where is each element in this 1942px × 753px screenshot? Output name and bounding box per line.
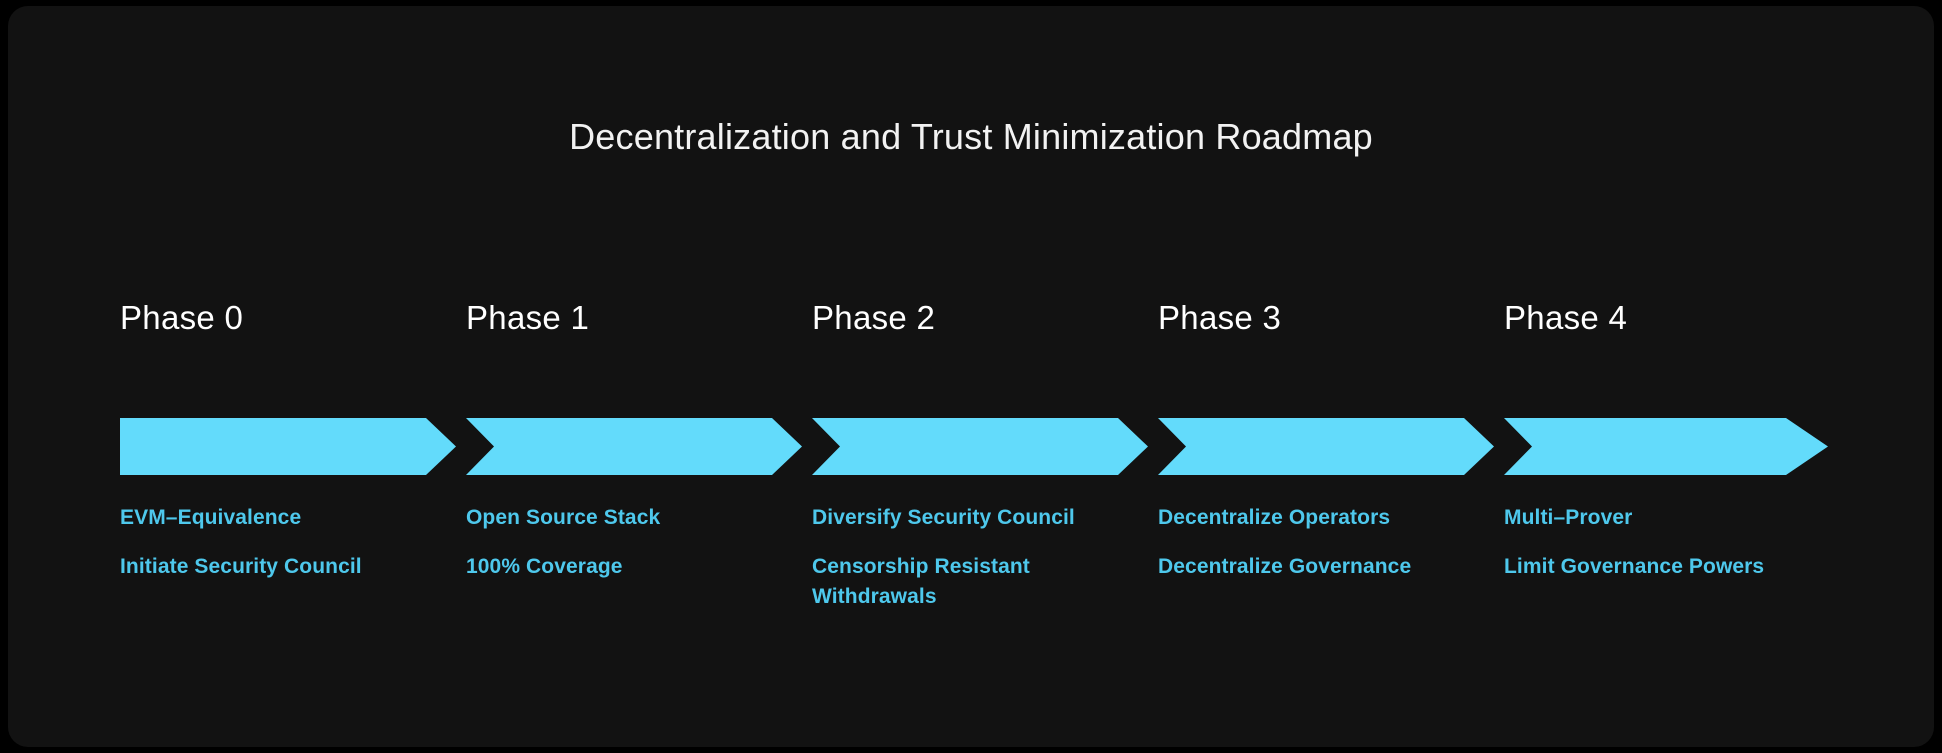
phase-label-0: Phase 0 xyxy=(120,299,244,336)
phase-item: Initiate Security Council xyxy=(120,555,362,578)
phase-item: 100% Coverage xyxy=(466,555,623,578)
phase-column-0: Phase 0 EVM–Equivalence Initiate Securit… xyxy=(120,6,466,747)
phase-items-1: Open Source Stack 100% Coverage xyxy=(466,503,796,582)
phase-item: Multi–Prover xyxy=(1504,506,1633,529)
phase-item: Decentralize Governance xyxy=(1158,555,1412,578)
phase-item: EVM–Equivalence xyxy=(120,506,302,529)
phase-arrow-4 xyxy=(1504,418,1828,475)
phase-items-3: Decentralize Operators Decentralize Gove… xyxy=(1158,503,1488,582)
phase-items-0: EVM–Equivalence Initiate Security Counci… xyxy=(120,503,450,582)
roadmap-panel: Decentralization and Trust Minimization … xyxy=(8,6,1934,747)
page-title: Decentralization and Trust Minimization … xyxy=(569,116,1373,157)
phase-arrow-1 xyxy=(466,418,802,475)
phase-column-2: Phase 2 Diversify Security Council Censo… xyxy=(812,6,1158,747)
phase-item: Decentralize Operators xyxy=(1158,506,1391,529)
phase-arrow-3 xyxy=(1158,418,1494,475)
phase-item: Open Source Stack xyxy=(466,506,661,529)
phase-column-4: Phase 4 Multi–Prover Limit Governance Po… xyxy=(1504,6,1850,747)
phase-item: Censorship Resistant Withdrawals xyxy=(812,555,1030,608)
phase-label-4: Phase 4 xyxy=(1504,299,1628,336)
phase-arrow-0 xyxy=(120,418,456,475)
phase-items-2: Diversify Security Council Censorship Re… xyxy=(812,503,1142,612)
phase-label-1: Phase 1 xyxy=(466,299,590,336)
phase-label-2: Phase 2 xyxy=(812,299,936,336)
phase-column-1: Phase 1 Open Source Stack 100% Coverage xyxy=(466,6,812,747)
phase-label-3: Phase 3 xyxy=(1158,299,1282,336)
phase-item: Diversify Security Council xyxy=(812,506,1075,529)
phase-item: Limit Governance Powers xyxy=(1504,555,1765,578)
phase-arrow-2 xyxy=(812,418,1148,475)
phase-column-3: Phase 3 Decentralize Operators Decentral… xyxy=(1158,6,1504,747)
phase-items-4: Multi–Prover Limit Governance Powers xyxy=(1504,503,1834,582)
